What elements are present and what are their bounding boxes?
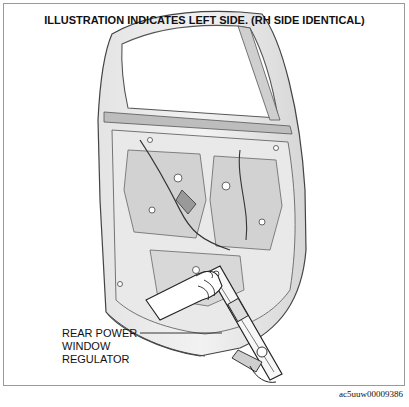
bracket — [176, 190, 196, 214]
figure-code: ac5uuw00009386 — [339, 389, 403, 400]
door-shell — [98, 11, 306, 356]
image-frame — [4, 4, 405, 386]
leader-line — [140, 333, 222, 334]
figure-title: ILLUSTRATION INDICATES LEFT SIDE. (RH SI… — [0, 14, 409, 27]
part-name: REAR POWER WINDOW REGULATOR — [62, 327, 150, 366]
service-hole — [124, 150, 206, 238]
belt-line — [104, 112, 292, 134]
inner-panel — [112, 130, 295, 334]
window-pillar — [238, 26, 280, 120]
wire-harness — [140, 140, 230, 250]
hand — [146, 271, 222, 320]
cable — [239, 150, 246, 240]
fasteners — [118, 138, 279, 287]
